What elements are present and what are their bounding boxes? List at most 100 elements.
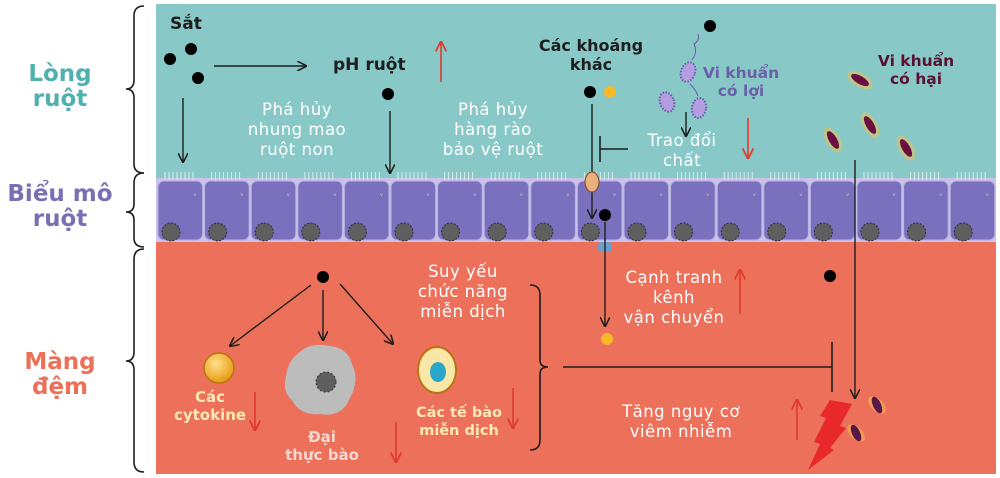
label-bad-bacteria-line2: có hại [889, 70, 943, 88]
bad-bacteria [823, 70, 916, 161]
brace-lumen [125, 5, 145, 174]
epithelial-cell: ᵥ [949, 172, 996, 242]
epithelial-cell: ᵥ [250, 172, 297, 242]
iron-dot [704, 20, 716, 32]
label-lamina-line1: Màng [24, 349, 96, 375]
label-barrier-damage-line3: bảo vệ ruột [442, 140, 544, 159]
epithelial-cell: ᵥ [856, 172, 903, 242]
iron-dot [824, 270, 836, 282]
epithelial-cell: ᵥ [763, 172, 809, 242]
epithelial-cell: ᵥ [670, 172, 716, 242]
label-barrier-damage: Phá hủy hàng rào bảo vệ ruột [428, 100, 558, 160]
epithelial-cell: ᵥ [716, 172, 763, 242]
transporter-channel [584, 171, 600, 193]
label-lamina-line2: đệm [31, 374, 89, 400]
label-good-bacteria: Vi khuẩn có lợi [700, 64, 782, 100]
brace-immune [529, 284, 549, 451]
label-villi-damage-line3: ruột non [259, 140, 335, 159]
iron-dot [317, 271, 329, 283]
label-lumen: Lòng ruột [0, 62, 120, 112]
epithelial-cell: ᵥ [483, 172, 530, 242]
svg-text:ᵥ: ᵥ [287, 189, 290, 198]
good-bacteria [658, 33, 708, 119]
good-bacterium-icon [658, 91, 676, 113]
brace-epithelium [125, 172, 145, 248]
epithelial-cell: ᵥ [903, 172, 949, 242]
label-lumen-line1: Lòng [28, 61, 92, 87]
cell-nucleus [254, 222, 274, 242]
label-metabolism: Trao đổi chất [632, 131, 732, 171]
label-metabolism-line1: Trao đổi [647, 131, 717, 150]
iron-dot [599, 209, 611, 221]
label-good-bacteria-line2: có lợi [717, 82, 765, 100]
lumen-background [156, 4, 996, 178]
label-epithelium-line1: Biểu mô [7, 181, 113, 207]
cell-nucleus [627, 222, 647, 242]
svg-text:ᵥ: ᵥ [799, 189, 802, 198]
label-infection-risk-line2: viêm nhiễm [629, 422, 733, 441]
label-macrophages: Đại thực bào [262, 428, 382, 464]
svg-text:ᵥ: ᵥ [613, 189, 616, 198]
label-macrophages-line2: thực bào [285, 446, 359, 464]
label-good-bacteria-line1: Vi khuẩn [702, 64, 780, 82]
label-immune-weakening-line3: miễn dịch [420, 302, 506, 321]
svg-text:ᵥ: ᵥ [846, 189, 849, 198]
cell-nucleus [441, 222, 461, 242]
svg-text:ᵥ: ᵥ [520, 189, 523, 198]
bad-bacterium-icon [847, 424, 865, 442]
label-immune-cells: Các tế bào miễn dịch [404, 404, 514, 440]
label-bad-bacteria-line1: Vi khuẩn [877, 52, 955, 70]
iron-dot [185, 43, 197, 55]
cell-nucleus [813, 222, 833, 242]
label-iron: Sắt [170, 14, 202, 34]
label-cytokines: Các cytokine [160, 388, 260, 424]
cell-nucleus [580, 222, 600, 242]
label-transport-competition-line3: vận chuyển [623, 308, 725, 327]
svg-text:ᵥ: ᵥ [893, 189, 896, 198]
epithelial-cell: ᵥ [297, 172, 343, 242]
iron-dot [192, 72, 204, 84]
bad-bacterium-icon [868, 396, 886, 414]
bad-bacterium-icon [860, 112, 880, 138]
svg-text:ᵥ: ᵥ [473, 189, 476, 198]
arrow-to-cytokines [230, 284, 312, 346]
cell-nucleus [301, 222, 321, 242]
iron-dot [584, 86, 596, 98]
cell-nucleus [347, 222, 367, 242]
cell-nucleus [208, 222, 228, 242]
label-ph: pH ruột [333, 55, 406, 75]
label-cytokines-line2: cytokine [173, 406, 247, 424]
cell-nucleus [907, 222, 927, 242]
lightning-icon [808, 400, 852, 470]
immune-cell-nucleus [430, 362, 446, 382]
bad-bacterium-icon [896, 135, 916, 161]
epithelial-cell: ᵥ [437, 172, 483, 242]
label-lumen-line2: ruột [32, 86, 88, 112]
epithelial-cell: ᵥ [576, 172, 623, 242]
cell-nucleus [953, 222, 973, 242]
label-macrophages-line1: Đại [308, 428, 336, 446]
label-villi-damage: Phá hủy nhung mao ruột non [232, 100, 362, 160]
label-transport-competition: Cạnh tranh kênh vận chuyển [612, 268, 736, 328]
label-immune-weakening: Suy yếu chức năng miễn dịch [403, 262, 523, 322]
svg-text:ᵥ: ᵥ [939, 189, 942, 198]
epithelial-cell: ᵥ [204, 172, 250, 242]
iron-dot [382, 88, 394, 100]
label-barrier-damage-line1: Phá hủy [458, 100, 528, 119]
svg-text:ᵥ: ᵥ [753, 189, 756, 198]
label-bad-bacteria: Vi khuẩn có hại [870, 52, 962, 88]
label-epithelium-line2: ruột [32, 206, 88, 232]
macrophage-nucleus [315, 371, 337, 393]
label-villi-damage-line2: nhung mao [247, 120, 347, 139]
label-cytokines-line1: Các [194, 388, 226, 406]
label-other-minerals: Các khoáng khác [526, 36, 656, 74]
label-transport-competition-line2: kênh [652, 288, 696, 307]
epithelial-cell: ᵥ [530, 172, 576, 242]
svg-text:ᵥ: ᵥ [240, 189, 243, 198]
label-metabolism-line2: chất [662, 151, 702, 170]
epithelial-cell: ᵥ [623, 172, 670, 242]
svg-text:ᵥ: ᵥ [194, 189, 197, 198]
